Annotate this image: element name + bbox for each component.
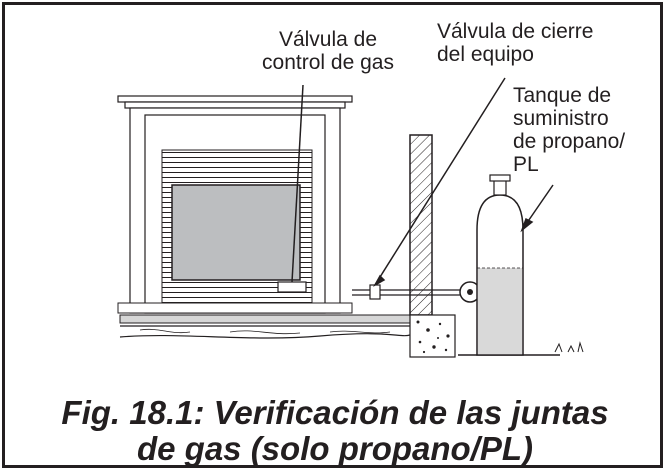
appliance-shutoff-valve-label-line: Válvula de cierre: [437, 20, 594, 43]
figure-caption-line-2: de gas (solo propano/PL): [136, 430, 534, 467]
appliance-shutoff-valve-label-line: del equipo: [437, 43, 534, 66]
supply-tank-label-line: PL: [513, 153, 539, 176]
gas-control-valve-label-line: control de gas: [262, 51, 394, 74]
wall: [409, 134, 456, 358]
supply-tank-label-line: de propano/: [513, 130, 626, 153]
leader-lines: [291, 77, 554, 287]
appliance-shutoff-valve-label: Válvula de cierre del equipo: [437, 20, 593, 66]
figure-caption-line-1: Fig. 18.1: Verificación de las juntas: [61, 394, 609, 431]
supply-tank-label-line: Tanque de: [513, 84, 612, 107]
propane-tank: [476, 174, 524, 356]
supply-tank-label-line: suministro: [513, 107, 609, 130]
supply-tank-label: Tanque de suministro de propano/ PL: [513, 84, 625, 176]
figure-frame: [2, 2, 663, 468]
appliance-shutoff-valve: [369, 284, 381, 300]
gas-control-valve-label-line: Válvula de: [278, 28, 378, 51]
gas-control-valve: [277, 281, 307, 293]
fireplace: [117, 95, 353, 314]
gas-control-valve-label: Válvula de control de gas: [228, 28, 428, 74]
